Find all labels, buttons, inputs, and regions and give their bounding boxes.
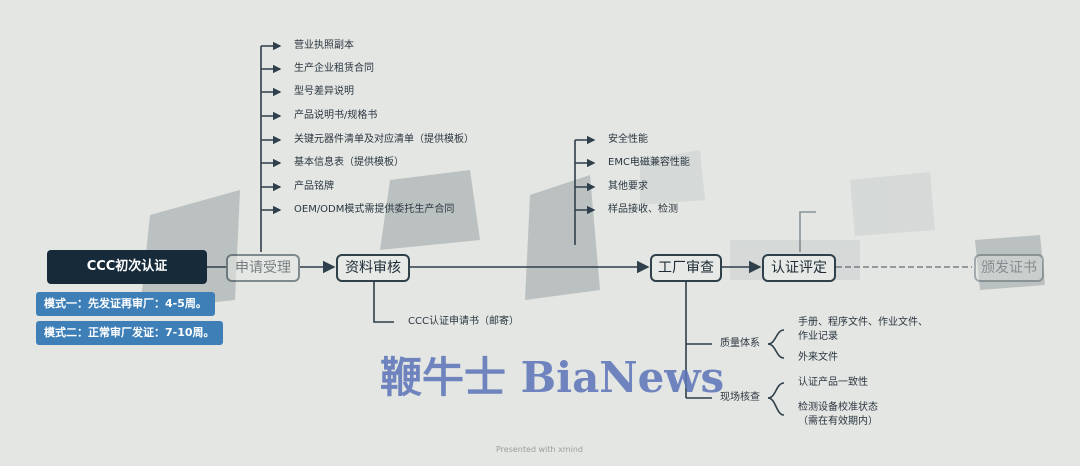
quality-system-label: 质量体系 bbox=[720, 338, 760, 349]
bianews-watermark: 鞭牛士 BiaNews bbox=[380, 353, 725, 402]
test-item: 样品接收、检测 bbox=[608, 204, 678, 215]
quality-system-item: 外来文件 bbox=[798, 352, 838, 363]
root-topic[interactable]: CCC初次认证 bbox=[47, 250, 207, 284]
stage-certificate-issue[interactable]: 颁发证书 bbox=[974, 254, 1044, 282]
stage-factory-audit[interactable]: 工厂审查 bbox=[650, 254, 722, 282]
stage-document-review[interactable]: 资料审核 bbox=[336, 254, 410, 282]
apply-doc-item: OEM/ODM模式需提供委托生产合同 bbox=[294, 204, 455, 215]
test-item: EMC电磁兼容性能 bbox=[608, 157, 690, 168]
test-item: 其他要求 bbox=[608, 181, 648, 192]
apply-doc-item: 关键元器件清单及对应清单（提供模板） bbox=[294, 134, 474, 145]
site-check-item: 认证产品一致性 bbox=[798, 377, 868, 388]
quality-system-item: 手册、程序文件、作业文件、作业记录 bbox=[798, 317, 928, 342]
test-item: 安全性能 bbox=[608, 134, 648, 145]
apply-doc-item: 生产企业租赁合同 bbox=[294, 63, 374, 74]
mode-one-label: 模式一：先发证再审厂：4-5周。 bbox=[36, 292, 215, 316]
apply-doc-item: 产品铭牌 bbox=[294, 181, 334, 192]
xmind-footer: Presented with xmind bbox=[496, 445, 583, 454]
apply-doc-item: 型号差异说明 bbox=[294, 86, 354, 97]
apply-doc-item: 基本信息表（提供模板） bbox=[294, 157, 404, 168]
apply-doc-item: 营业执照副本 bbox=[294, 40, 354, 51]
site-check-label: 现场核查 bbox=[720, 392, 760, 403]
review-item: CCC认证申请书（邮寄） bbox=[408, 316, 519, 327]
mode-two-label: 模式二：正常审厂发证：7-10周。 bbox=[36, 321, 223, 345]
stage-evaluation[interactable]: 认证评定 bbox=[762, 254, 836, 282]
stage-apply[interactable]: 申请受理 bbox=[226, 254, 300, 282]
apply-doc-item: 产品说明书/规格书 bbox=[294, 110, 378, 121]
site-check-item: 检测设备校准状态（需在有效期内） bbox=[798, 402, 878, 427]
